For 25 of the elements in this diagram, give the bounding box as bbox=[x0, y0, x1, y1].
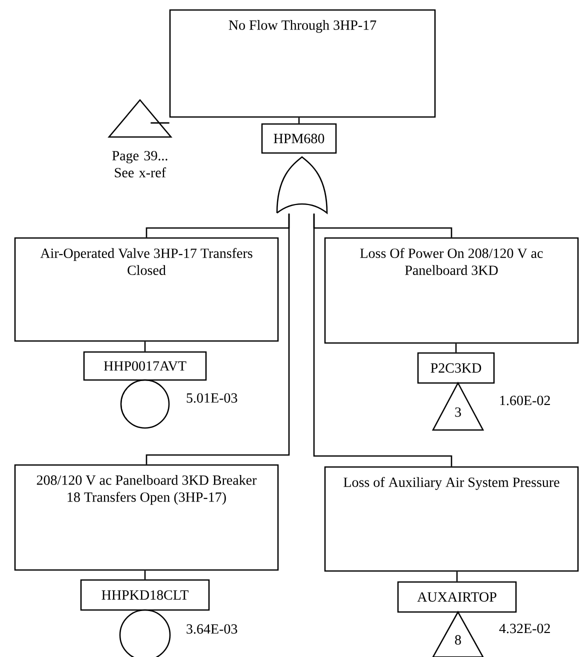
identifier-box: HHPKD18CLT bbox=[80, 579, 210, 611]
event-box: No Flow Through 3HP-17 bbox=[169, 9, 436, 118]
connector-line bbox=[144, 342, 146, 352]
reference-note: Page 39... See x-ref bbox=[112, 151, 168, 178]
connector-line bbox=[456, 572, 458, 582]
connector-line bbox=[146, 214, 290, 464]
connector-line bbox=[313, 214, 452, 466]
event-box: 208/120 V ac Panelboard 3KD Breaker 18 Transfers Open (3HP-17) bbox=[14, 464, 279, 571]
connector-line bbox=[144, 570, 146, 580]
identifier-box: HHP0017AVT bbox=[83, 351, 207, 381]
event-box: Loss Of Power On 208/120 V ac Panelboard 3KD bbox=[324, 237, 579, 344]
identifier-box: HPM680 bbox=[261, 123, 337, 154]
event-box: Air-Operated Valve 3HP-17 Transfers Closed bbox=[14, 237, 279, 342]
identifier-box: P2C3KD bbox=[417, 352, 495, 384]
probability-value: 3.64E-03 bbox=[186, 624, 238, 634]
connector-line bbox=[455, 344, 457, 352]
connector-line bbox=[298, 118, 300, 124]
probability-value: 5.01E-03 bbox=[186, 393, 238, 403]
basic-event-circle bbox=[120, 379, 170, 429]
connector-line bbox=[150, 122, 170, 124]
event-box: Loss of Auxiliary Air System Pressure bbox=[324, 466, 579, 572]
identifier-box: AUXAIRTOP bbox=[397, 581, 517, 613]
probability-value: 4.32E-02 bbox=[499, 624, 550, 634]
or-gate bbox=[276, 156, 328, 214]
probability-value: 1.60E-02 bbox=[500, 396, 550, 406]
